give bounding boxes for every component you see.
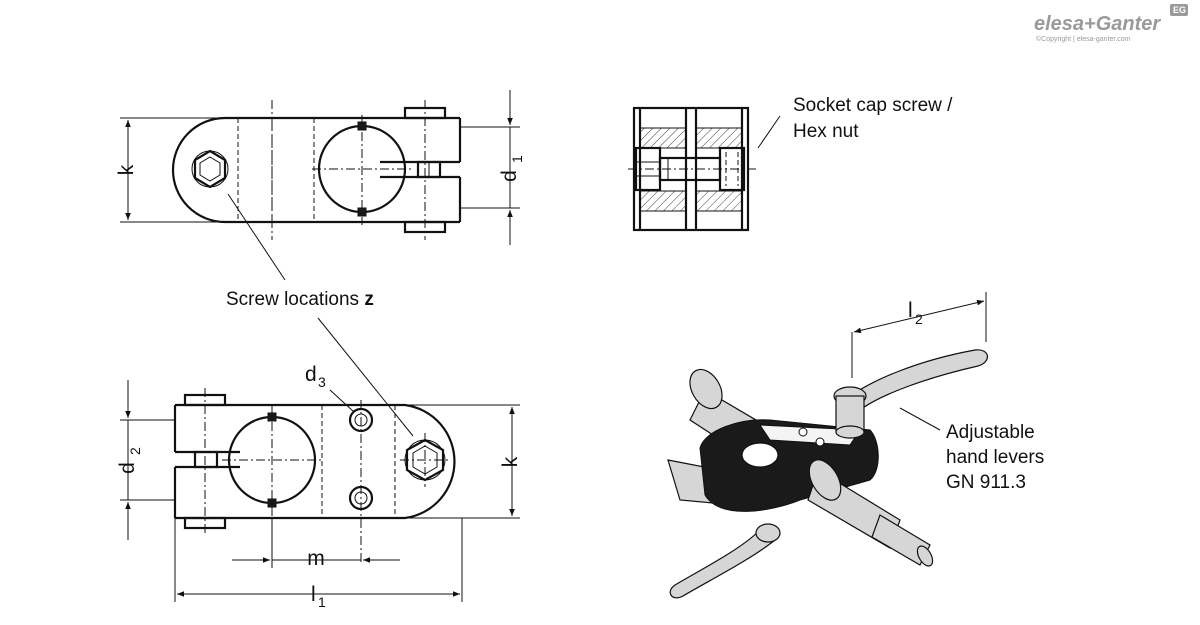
socket-label-line1: Socket cap screw /	[793, 95, 953, 116]
socket-label-line2: Hex nut	[793, 121, 859, 142]
bottom-body-outline	[175, 403, 456, 520]
iso-lever-upper	[843, 349, 988, 411]
label-d3-sub: 3	[318, 374, 326, 390]
screw-locations-callout: Screw locations z	[226, 193, 414, 437]
label-l2: l	[908, 299, 913, 322]
logo-text: elesa+Ganter	[1034, 13, 1161, 35]
section-view: Socket cap screw / Hex nut	[628, 95, 953, 232]
brand-logo: elesa+Ganter ©Copyright | elesa-ganter.c…	[1034, 4, 1188, 43]
screw-locations-var: z	[364, 289, 374, 310]
label-d3-group: d 3	[305, 363, 326, 390]
iso-bore	[741, 442, 779, 468]
label-k-bottom: k	[499, 456, 522, 467]
label-l2-sub: 2	[915, 311, 923, 327]
levers-label-line1: Adjustable	[946, 422, 1035, 443]
label-k-top: k	[115, 164, 138, 175]
eg-badge	[1170, 4, 1188, 16]
isometric-assembly: l 2 Adjustable hand levers GN 911.3	[667, 292, 1044, 599]
bottom-view: d 3 d 2 k m l 1	[116, 363, 522, 610]
label-d2-sub: 2	[127, 447, 143, 455]
label-l1-sub: 1	[318, 594, 326, 610]
top-body-outline	[171, 116, 460, 224]
label-d3: d	[305, 363, 317, 386]
logo-copyright: ©Copyright | elesa-ganter.com	[1036, 35, 1131, 43]
eg-badge-text: EG	[1173, 5, 1186, 15]
label-l1: l	[311, 583, 316, 606]
label-d1-sub: 1	[509, 155, 525, 163]
levers-leader	[899, 407, 941, 431]
levers-label-line2: hand levers	[946, 447, 1044, 468]
top-view: k d 1	[115, 90, 525, 245]
label-d1: d	[498, 170, 521, 182]
socket-leader	[757, 115, 781, 149]
svg-text:Screw locations z: Screw locations z	[226, 289, 374, 310]
iso-lever-lower	[669, 529, 777, 599]
label-m: m	[307, 547, 325, 570]
dim-l2	[853, 299, 985, 334]
levers-label-line3: GN 911.3	[946, 472, 1026, 493]
screw-locations-label: Screw locations	[226, 289, 364, 310]
label-d2: d	[116, 462, 139, 474]
